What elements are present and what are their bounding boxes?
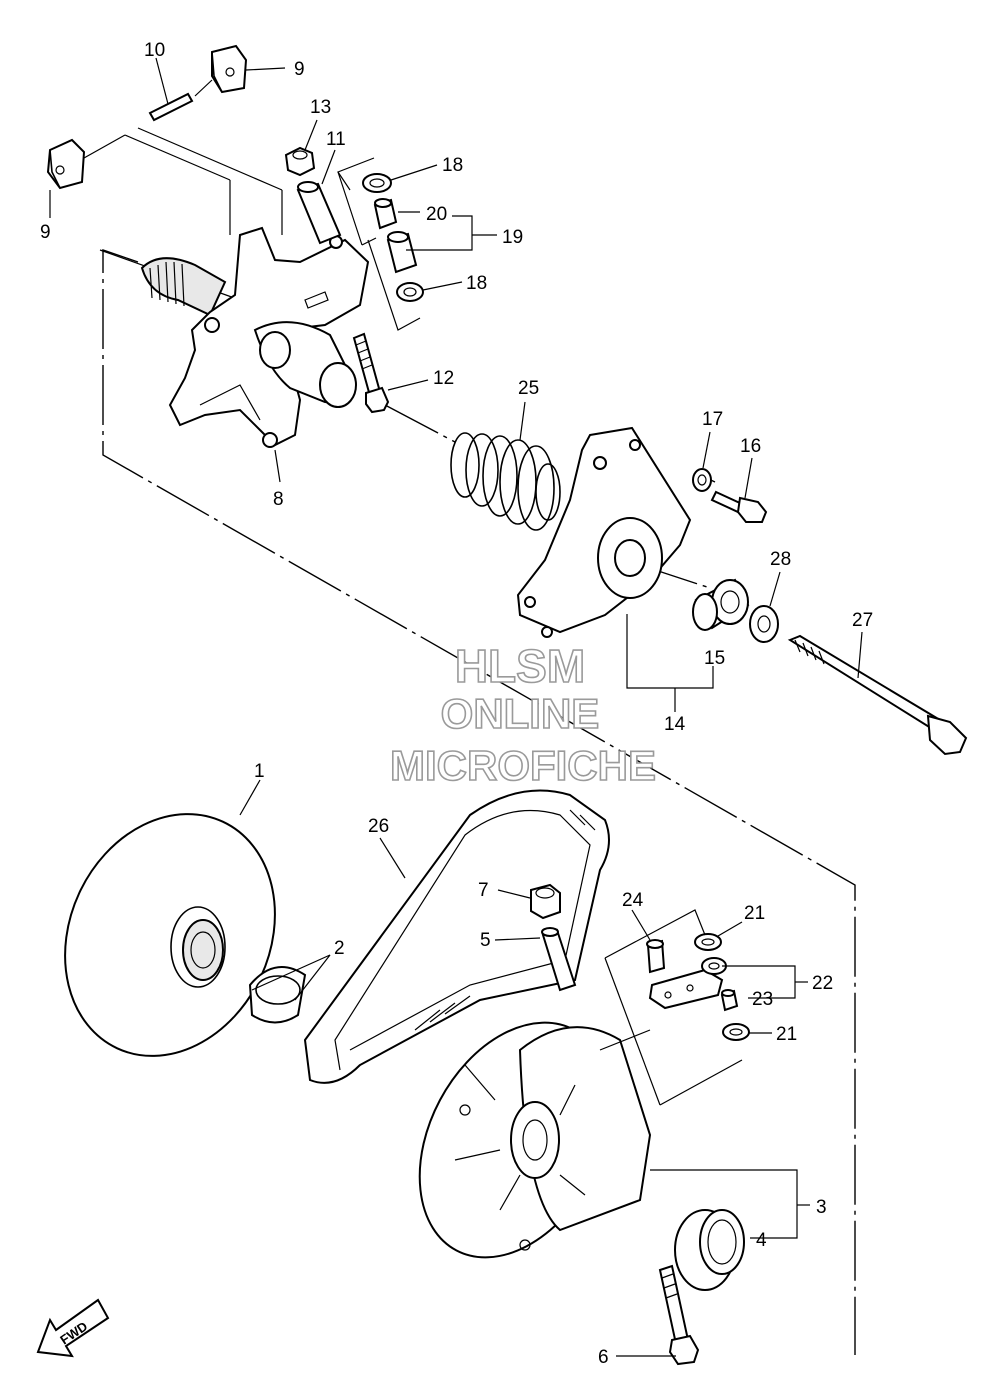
callout-1: 1 xyxy=(254,761,265,782)
callout-18-bottom: 18 xyxy=(466,273,487,294)
callout-3: 3 xyxy=(816,1197,827,1218)
callout-4: 4 xyxy=(756,1230,767,1251)
callout-22: 22 xyxy=(812,973,833,994)
part-2-split-bushing xyxy=(248,966,307,1024)
leader-lines xyxy=(49,57,863,1357)
bushing-group-bracket xyxy=(337,157,421,331)
part-22-weight-arm xyxy=(648,968,724,1010)
part-3-fixed-sheave xyxy=(418,1021,652,1259)
watermark-line-1: HLSM xyxy=(455,640,585,692)
callout-2: 2 xyxy=(334,938,345,959)
callout-26: 26 xyxy=(368,816,389,837)
callout-18-top: 18 xyxy=(442,155,463,176)
callout-16: 16 xyxy=(740,436,761,457)
callout-12: 12 xyxy=(433,368,454,389)
part-27-long-bolt xyxy=(787,634,968,756)
part-19-roller xyxy=(386,231,418,274)
part-24-rivet xyxy=(646,939,666,974)
callout-24: 24 xyxy=(622,890,644,911)
part-1-sliding-sheave xyxy=(64,813,276,1057)
part-7-nut xyxy=(530,883,561,920)
callout-9-left: 9 xyxy=(40,222,51,243)
part-23-bushing xyxy=(720,989,739,1012)
callout-17: 17 xyxy=(702,409,723,430)
watermark-line-2: ONLINE xyxy=(441,690,600,737)
part-5-pin xyxy=(541,927,577,992)
callout-23: 23 xyxy=(752,989,773,1010)
callout-28: 28 xyxy=(770,549,791,570)
forward-direction-arrow: FWD xyxy=(36,1298,110,1358)
callout-27: 27 xyxy=(852,610,873,631)
callout-6: 6 xyxy=(598,1347,609,1368)
callout-25: 25 xyxy=(518,378,539,399)
part-13-nut xyxy=(284,146,316,177)
callout-8: 8 xyxy=(273,489,284,510)
part-18-washer-top xyxy=(362,173,392,193)
part-20-bushing xyxy=(373,198,398,230)
part-6-bolt xyxy=(658,1264,700,1366)
part-11-collar xyxy=(296,181,342,245)
part-15-bushing xyxy=(692,578,750,631)
watermark-line-3: MICROFICHE xyxy=(390,742,656,789)
part-17-washer xyxy=(692,468,712,492)
weight-group-bracket xyxy=(599,909,743,1106)
part-9-slider-pad-left xyxy=(46,138,86,190)
part-16-bolt xyxy=(710,490,768,523)
part-21-washer-bottom xyxy=(722,1023,750,1041)
callout-10: 10 xyxy=(144,40,165,61)
callout-19: 19 xyxy=(502,227,523,248)
callout-9-top: 9 xyxy=(294,59,305,80)
callout-5: 5 xyxy=(480,930,491,951)
part-14-cover-plate xyxy=(516,426,692,638)
callout-13: 13 xyxy=(310,97,331,118)
callout-7: 7 xyxy=(478,880,489,901)
watermark: HLSM ONLINE MICROFICHE xyxy=(389,639,657,790)
part-18-washer-bottom xyxy=(396,282,424,302)
part-21-washer-top xyxy=(694,933,722,951)
part-12-bolt xyxy=(352,332,390,414)
callout-15: 15 xyxy=(704,648,725,669)
part-9-slider-pad-top xyxy=(211,44,248,94)
callout-14: 14 xyxy=(664,714,686,735)
callout-20: 20 xyxy=(426,204,447,225)
part-28-washer xyxy=(749,605,779,643)
part-10-pin xyxy=(83,79,283,235)
callout-21-top: 21 xyxy=(744,903,765,924)
callout-numbers: 10 9 13 11 18 20 19 9 18 12 25 17 16 8 2… xyxy=(40,40,873,1368)
part-26-drive-belt xyxy=(303,789,610,1084)
part-4-oil-seal xyxy=(674,1209,745,1291)
part-8-secondary-spider-hub xyxy=(140,226,370,448)
callout-21-bottom: 21 xyxy=(776,1024,797,1045)
part-25-spring xyxy=(450,432,561,531)
callout-11: 11 xyxy=(326,129,346,150)
